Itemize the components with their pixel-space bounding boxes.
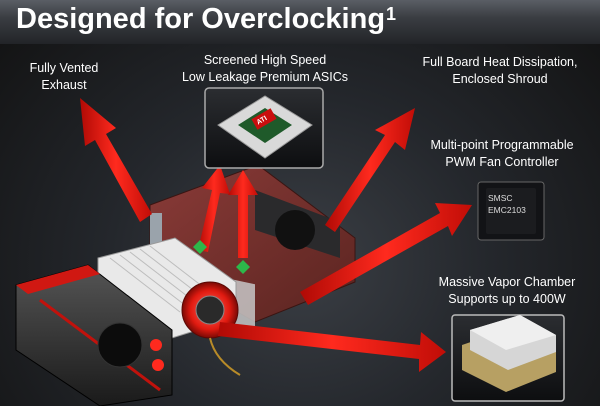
asic-markers bbox=[193, 240, 250, 274]
title-bar: Designed for Overclocking1 bbox=[0, 0, 600, 44]
label-line: Full Board Heat Dissipation, bbox=[422, 55, 578, 69]
controller-inset: SMSC EMC2103 bbox=[477, 181, 545, 241]
card-shroud bbox=[15, 264, 173, 406]
label-pwm-controller: Multi-point Programmable PWM Fan Control… bbox=[418, 137, 586, 171]
label-screened-asics: Screened High Speed Low Leakage Premium … bbox=[172, 52, 358, 86]
vapor-chamber-inset bbox=[451, 314, 565, 402]
title-text: Designed for Overclocking bbox=[16, 3, 386, 35]
controller-part-text: EMC2103 bbox=[488, 205, 526, 215]
label-line: Fully Vented bbox=[29, 61, 99, 75]
arrow-heat bbox=[325, 108, 415, 232]
label-line: Enclosed Shroud bbox=[452, 72, 548, 86]
label-full-board-heat: Full Board Heat Dissipation, Enclosed Sh… bbox=[405, 54, 595, 88]
gpu-logo-text: ATI bbox=[256, 115, 269, 126]
arrow-asic-1 bbox=[198, 165, 230, 252]
controller-brand-text: SMSC bbox=[488, 193, 513, 203]
slide-title: Designed for Overclocking1 bbox=[16, 3, 396, 36]
title-superscript: 1 bbox=[386, 4, 397, 24]
label-fully-vented-exhaust: Fully Vented Exhaust bbox=[16, 60, 112, 94]
label-line: Low Leakage Premium ASICs bbox=[181, 70, 349, 84]
label-line: Exhaust bbox=[41, 78, 87, 92]
label-line: Screened High Speed bbox=[203, 53, 327, 67]
arrow-exhaust bbox=[80, 98, 152, 222]
arrow-vapor bbox=[218, 322, 446, 372]
arrow-pwm bbox=[300, 203, 472, 305]
arrow-asic-2 bbox=[228, 170, 258, 258]
label-line: Multi-point Programmable bbox=[430, 138, 574, 152]
label-line: Massive Vapor Chamber bbox=[438, 275, 576, 289]
asic-inset: ATI bbox=[204, 87, 324, 169]
label-line: PWM Fan Controller bbox=[445, 155, 559, 169]
arrows bbox=[80, 98, 472, 372]
label-vapor-chamber: Massive Vapor Chamber Supports up to 400… bbox=[426, 274, 588, 308]
label-line: Supports up to 400W bbox=[448, 292, 566, 306]
